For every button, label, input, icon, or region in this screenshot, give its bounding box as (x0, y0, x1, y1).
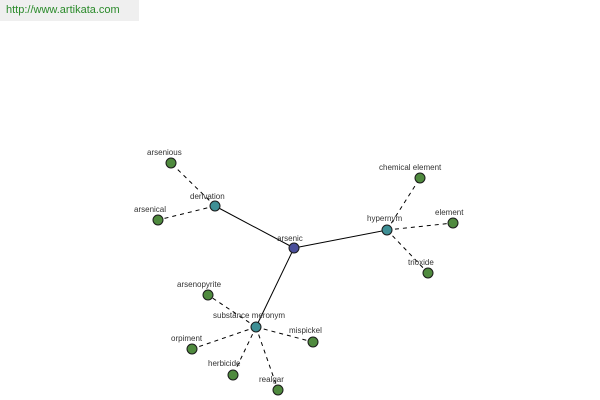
node-derivation-dot (209, 200, 221, 212)
edge-meronym-orpiment (191, 326, 257, 350)
node-chemical-element-label: chemical element (379, 163, 442, 172)
edge-meronym-arsenopyrite (207, 294, 257, 328)
edge-meronym-realgar (255, 326, 279, 391)
node-hypernym-label: hypernym (367, 214, 402, 223)
node-trioxide-label: trioxide (408, 258, 434, 267)
node-arsenical-dot (152, 214, 164, 226)
node-realgar-label: realgar (259, 375, 284, 384)
node-orpiment-dot (186, 343, 198, 355)
node-mispickel-label: mispickel (289, 326, 322, 335)
node-chemical-element-dot (414, 172, 426, 184)
node-realgar[interactable]: realgar (259, 375, 284, 396)
watermark-bar: http://www.artikata.com (0, 0, 139, 21)
node-arsenious-dot (165, 157, 177, 169)
node-mispickel-dot (307, 336, 319, 348)
node-realgar-dot (272, 384, 284, 396)
watermark-link[interactable]: http://www.artikata.com (6, 4, 120, 16)
node-hypernym-dot (381, 224, 393, 236)
node-arsenopyrite-dot (202, 289, 214, 301)
edge-arsenic-substance-meronym (255, 247, 295, 328)
node-substance-meronym[interactable]: substance meronym (213, 311, 285, 333)
node-arsenopyrite-label: arsenopyrite (177, 280, 222, 289)
node-arsenic[interactable]: arsenic (277, 234, 303, 254)
node-arsenious-label: arsenious (147, 148, 182, 157)
nodes-layer: arsenic derivation hypernym substance me… (134, 148, 464, 396)
node-arsenious[interactable]: arsenious (147, 148, 182, 169)
node-substance-meronym-dot (250, 321, 262, 333)
node-arsenical[interactable]: arsenical (134, 205, 166, 226)
node-arsenical-label: arsenical (134, 205, 166, 214)
edge-hypernym-trioxide (386, 229, 429, 274)
edges-layer (157, 162, 454, 391)
edge-arsenic-derivation (214, 205, 295, 249)
node-element[interactable]: element (435, 208, 464, 229)
node-herbicide-dot (227, 369, 239, 381)
node-trioxide-dot (422, 267, 434, 279)
edge-meronym-mispickel (255, 326, 314, 343)
edge-hypernym-element (386, 222, 454, 231)
node-arsenic-dot (288, 242, 300, 254)
edge-derivation-arsenical (157, 205, 216, 221)
edge-meronym-herbicide (232, 326, 257, 376)
edge-arsenic-hypernym (293, 229, 388, 249)
node-orpiment[interactable]: orpiment (171, 334, 203, 355)
edge-derivation-arsenious (170, 162, 216, 207)
node-orpiment-label: orpiment (171, 334, 203, 343)
node-herbicide[interactable]: herbicide (208, 359, 241, 381)
node-derivation-label: derivation (190, 192, 225, 201)
node-derivation[interactable]: derivation (190, 192, 225, 212)
node-trioxide[interactable]: trioxide (408, 258, 434, 279)
node-element-dot (447, 217, 459, 229)
node-element-label: element (435, 208, 464, 217)
node-arsenic-label: arsenic (277, 234, 303, 243)
node-substance-meronym-label: substance meronym (213, 311, 285, 320)
node-hypernym[interactable]: hypernym (367, 214, 402, 236)
edge-hypernym-chemical-element (386, 177, 421, 231)
node-chemical-element[interactable]: chemical element (379, 163, 442, 184)
node-arsenopyrite[interactable]: arsenopyrite (177, 280, 222, 301)
node-herbicide-label: herbicide (208, 359, 241, 368)
node-mispickel[interactable]: mispickel (289, 326, 322, 348)
